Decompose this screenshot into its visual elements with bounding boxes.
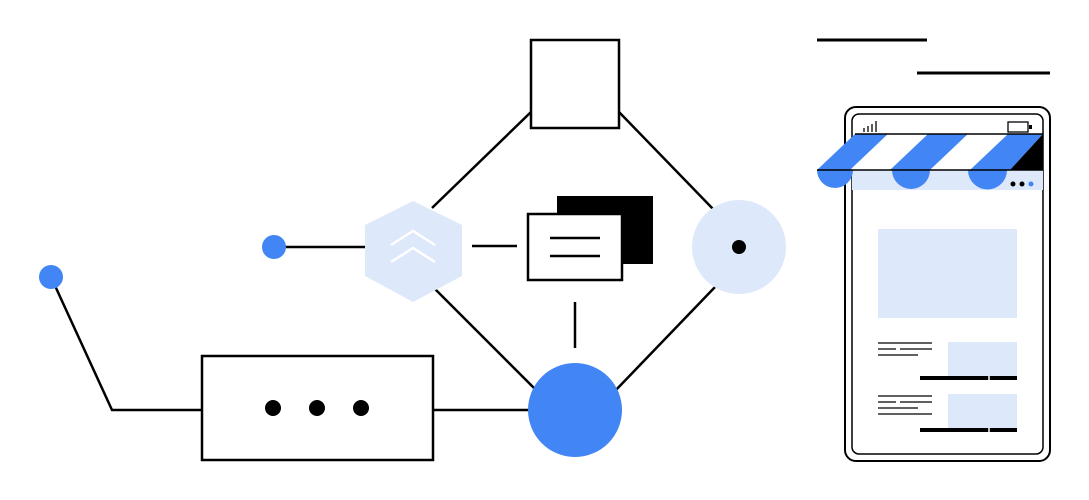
- document-lines-icon: [550, 236, 600, 258]
- far-left-endpoint: [39, 265, 63, 289]
- battery-icon: [1007, 121, 1032, 133]
- awning-icon: [817, 133, 1043, 190]
- document-front: [526, 212, 624, 282]
- ellipsis-icon: [265, 400, 369, 416]
- hero-image-placeholder: [878, 229, 1017, 318]
- menu-dots-icon: [1010, 181, 1034, 187]
- blue-circle-node: [528, 363, 622, 457]
- hexagon-node: [365, 201, 462, 302]
- list-item: [878, 342, 1017, 380]
- dot-icon: [732, 240, 746, 254]
- signal-icon: [863, 121, 877, 132]
- top-square-node: [529, 38, 621, 130]
- double-chevron-up-icon: [390, 229, 436, 264]
- connector-lines: [49, 111, 717, 412]
- thumbnail-placeholder: [948, 394, 1017, 430]
- list-item: [878, 394, 1017, 432]
- text-lines: [878, 395, 932, 415]
- text-lines: [878, 342, 932, 356]
- decorative-lines: [817, 38, 1050, 75]
- light-circle-node: [692, 200, 786, 294]
- left-endpoint: [262, 235, 286, 259]
- phone-mockup: [817, 106, 1051, 462]
- documents-node: [526, 196, 653, 282]
- dots-box-node: [200, 354, 435, 462]
- thumbnail-placeholder: [948, 342, 1017, 378]
